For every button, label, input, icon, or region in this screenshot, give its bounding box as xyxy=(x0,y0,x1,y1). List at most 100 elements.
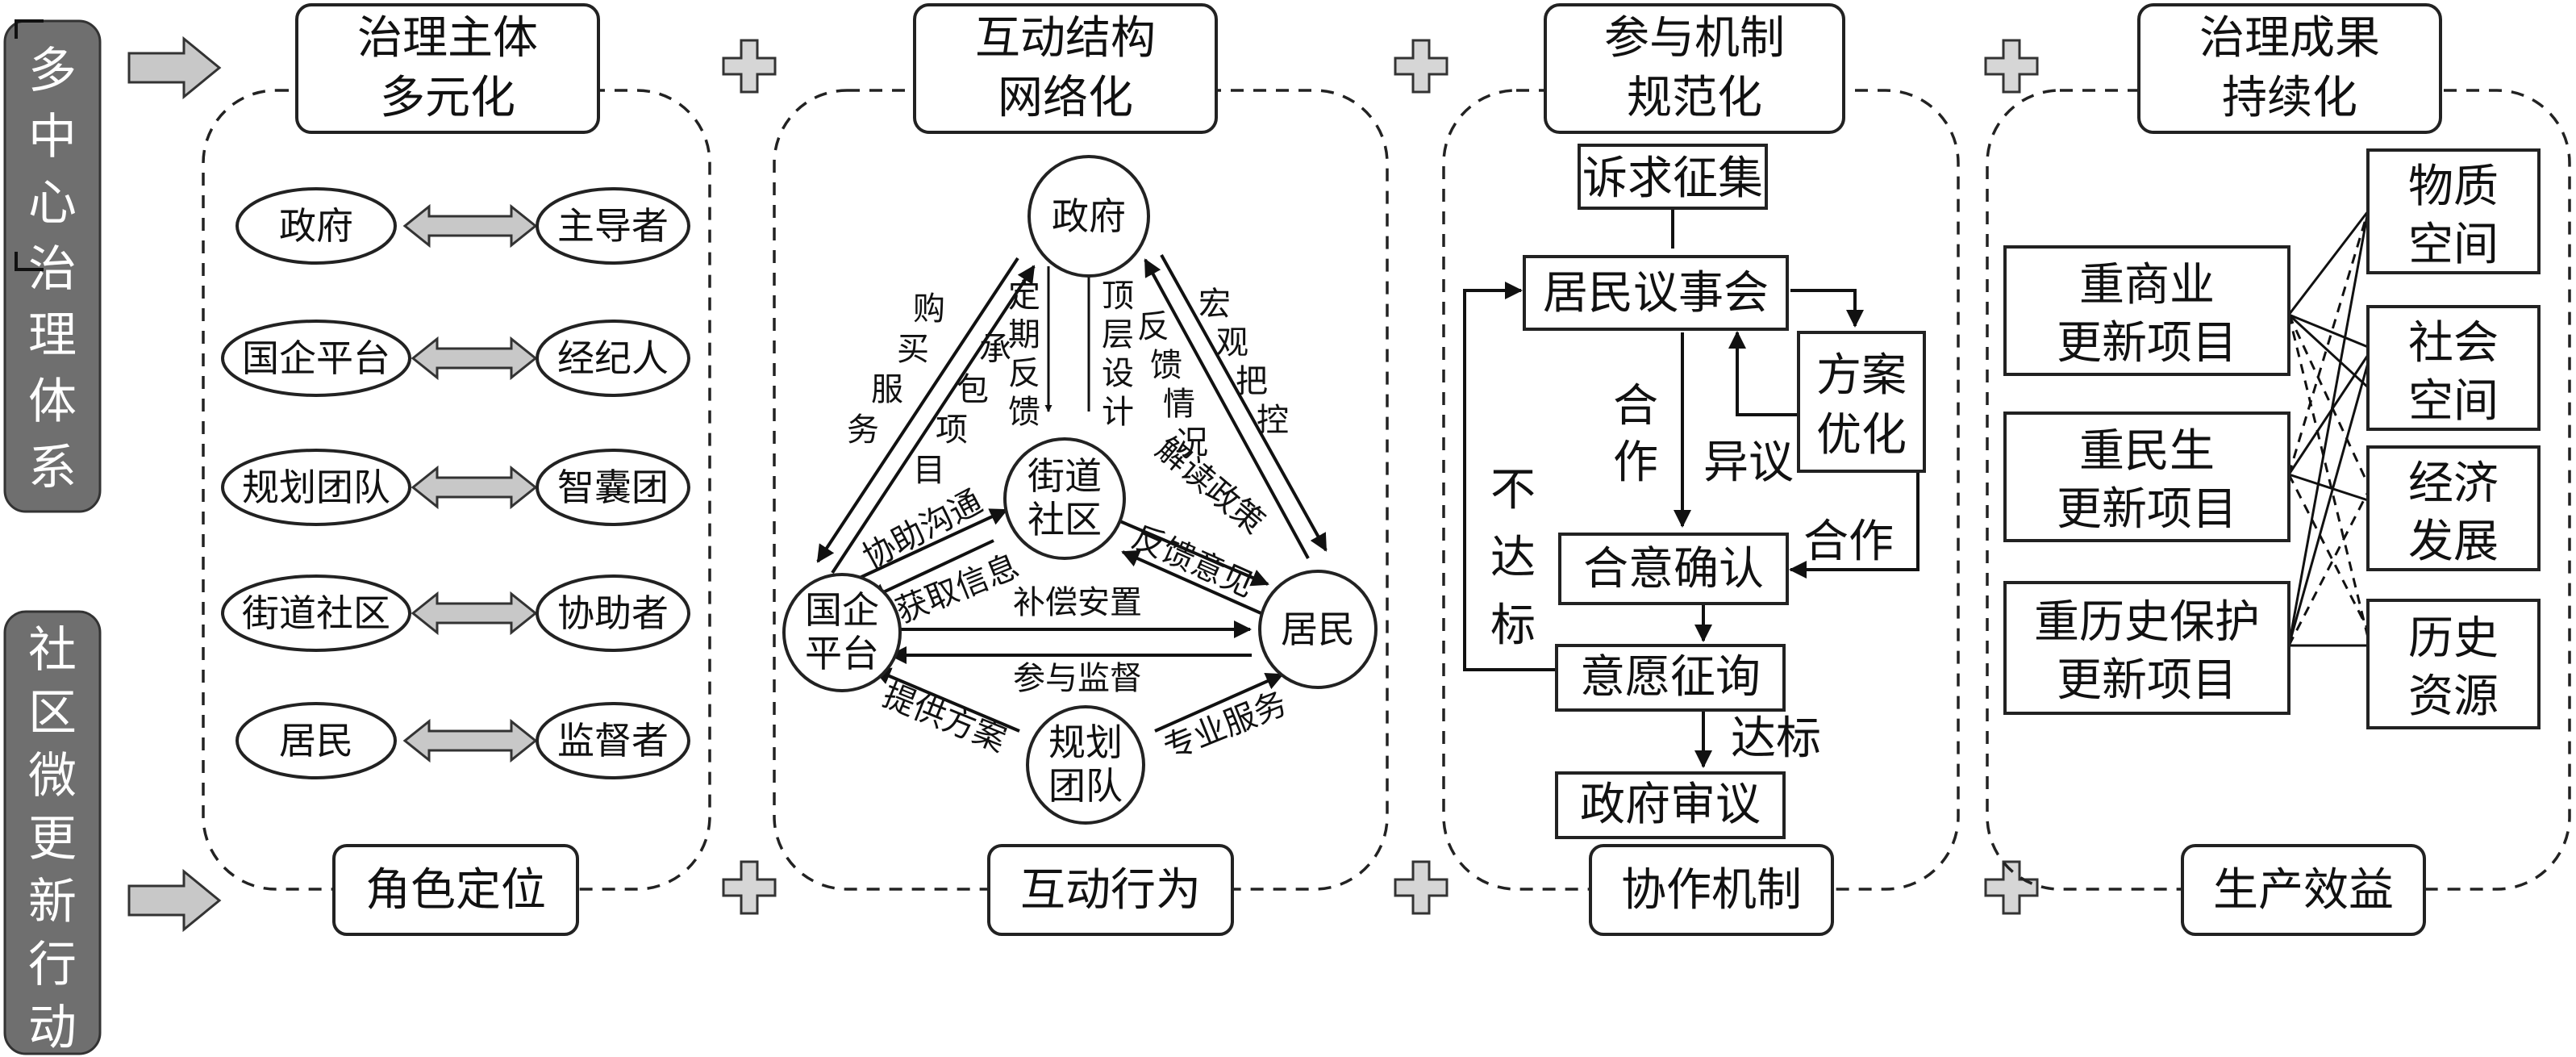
node-street-community: 街道 社区 xyxy=(1003,437,1126,560)
plus-icon xyxy=(1394,860,1448,915)
outcome-social-space: 社会 空间 xyxy=(2366,305,2541,431)
panel1-title-line: 多元化 xyxy=(380,72,515,124)
edge-label-char: 把 xyxy=(1236,363,1268,400)
panel4-title-line: 治理成果 xyxy=(2199,12,2380,65)
step-consensus-confirm: 合意确认 xyxy=(1558,533,1789,605)
actor-label: 规划团队 xyxy=(242,466,390,509)
edge-label-char: 务 xyxy=(847,412,879,449)
side-label-micro-renewal: 社 区 微 更 新 行 动 xyxy=(3,610,102,1056)
actor-label: 街道社区 xyxy=(242,591,390,635)
node-government: 政府 xyxy=(1027,155,1150,278)
label-compensation: 补偿安置 xyxy=(1013,584,1142,621)
panel2-footer-box: 互动行为 xyxy=(987,844,1234,936)
edge-label-char: 宏 xyxy=(1198,286,1231,323)
flow-label-not-met: 不 xyxy=(1490,464,1536,516)
edge-label-char: 包 xyxy=(957,371,989,408)
edge-label-char: 期 xyxy=(1008,316,1040,353)
panel2-title-line: 网络化 xyxy=(998,72,1133,124)
flow-label-cooperate-right: 合作 xyxy=(1803,516,1894,568)
edge-label-char: 设 xyxy=(1102,355,1134,392)
panel3-title-line: 规范化 xyxy=(1627,72,1762,124)
step-label: 合意确认 xyxy=(1583,543,1764,595)
actor-label: 国企平台 xyxy=(242,336,390,380)
label-periodic-feedback: 定 期 反 馈 xyxy=(1008,278,1040,431)
outcome-label: 历史 xyxy=(2408,612,2499,665)
plus-icon xyxy=(722,39,777,94)
side-char: 微 xyxy=(28,748,77,804)
step-label: 意愿征询 xyxy=(1580,651,1761,704)
node-residents: 居民 xyxy=(1258,570,1378,689)
edge-label-char: 承 xyxy=(979,331,1011,368)
edge-label-char: 馈 xyxy=(1150,347,1182,384)
step-willingness-consult: 意愿征询 xyxy=(1555,644,1786,712)
panel3-title-line: 参与机制 xyxy=(1604,12,1785,65)
step-plan-optimize: 方案 优化 xyxy=(1797,331,1926,473)
node-soe-platform: 国企 平台 xyxy=(782,573,902,692)
outcome-historical-resources: 历史 资源 xyxy=(2366,599,2541,729)
role-pair: 居民 监督者 xyxy=(236,702,690,779)
project-label: 重民生 xyxy=(2079,425,2215,478)
plus-icon xyxy=(1984,39,2039,94)
node-label: 政府 xyxy=(1052,194,1126,238)
edge-label-char: 控 xyxy=(1257,402,1289,439)
edge-label-char: 反 xyxy=(1008,355,1040,392)
label-feedback-status: 反 馈 情 况 xyxy=(1137,308,1208,462)
step-label: 优化 xyxy=(1816,409,1907,462)
panel-interaction-network: 互动结构 网络化 互动行为 政府 街道 社区 xyxy=(773,3,1389,936)
node-label: 规划 xyxy=(1048,721,1123,764)
panel-participation-mechanism: 参与机制 规范化 协作机制 诉求征集 居民议事会 方案 优化 xyxy=(1442,3,1960,936)
side-char: 中 xyxy=(28,109,77,165)
side-char: 动 xyxy=(28,1000,77,1056)
node-label: 社区 xyxy=(1027,498,1102,541)
project-label: 更新项目 xyxy=(2057,654,2237,707)
flow-label-objection: 异议 xyxy=(1703,437,1794,489)
flow-label-not-met: 标 xyxy=(1490,600,1536,652)
project-label: 重历史保护 xyxy=(2034,596,2260,649)
panel1-footer-box: 角色定位 xyxy=(332,844,579,936)
label-supervision: 参与监督 xyxy=(1013,660,1142,697)
edge-label-char: 反 xyxy=(1137,308,1169,345)
edge-label-char: 况 xyxy=(1176,424,1208,462)
node-label: 居民 xyxy=(1281,608,1355,651)
side-char: 系 xyxy=(28,440,77,496)
edge-label-char: 计 xyxy=(1102,394,1134,431)
label-macro-control: 宏 观 把 控 xyxy=(1198,286,1289,439)
outcome-physical-space: 物质 空间 xyxy=(2366,148,2541,274)
side-char: 新 xyxy=(28,874,77,930)
outcome-label: 经济 xyxy=(2408,457,2499,510)
side-char: 多 xyxy=(28,43,77,99)
double-arrow-icon xyxy=(402,718,538,763)
edge-label-char: 买 xyxy=(897,331,929,368)
role-label: 协助者 xyxy=(557,591,669,635)
role-pair: 街道社区 协助者 xyxy=(221,574,690,652)
role-pair: 国企平台 经纪人 xyxy=(221,320,690,397)
role-label: 经纪人 xyxy=(557,336,669,380)
flow-label-met: 达标 xyxy=(1731,712,1821,765)
role-pair: 政府 主导者 xyxy=(236,187,690,265)
panel3-footer-box: 协作机制 xyxy=(1589,844,1834,936)
project-label: 更新项目 xyxy=(2057,483,2237,536)
project-livelihood: 重民生 更新项目 xyxy=(2003,412,2290,542)
role-label: 监督者 xyxy=(557,719,669,762)
edge-label-char: 目 xyxy=(913,452,945,489)
double-arrow-icon xyxy=(411,336,538,381)
outcome-label: 资源 xyxy=(2408,671,2499,723)
double-arrow-icon xyxy=(402,203,538,249)
side-char: 社 xyxy=(28,622,77,679)
panel4-footer-box: 生产效益 xyxy=(2181,844,2426,936)
label-buy-service: 购 买 服 务 xyxy=(847,290,945,449)
plus-icon xyxy=(722,860,777,915)
side-char: 更 xyxy=(28,811,77,867)
edge-label-char: 馈 xyxy=(1008,394,1040,431)
double-arrow-icon xyxy=(411,465,538,510)
actor-label: 政府 xyxy=(279,204,353,248)
edge-label-char: 观 xyxy=(1216,324,1248,361)
step-label: 方案 xyxy=(1816,349,1907,402)
double-arrow-icon xyxy=(411,591,538,636)
step-label: 政府审议 xyxy=(1580,779,1761,831)
node-label: 国企 xyxy=(805,588,879,632)
flow-arrow-bottom xyxy=(127,868,222,933)
step-collect-demands: 诉求征集 xyxy=(1578,144,1768,210)
outcome-label: 空间 xyxy=(2408,219,2499,271)
